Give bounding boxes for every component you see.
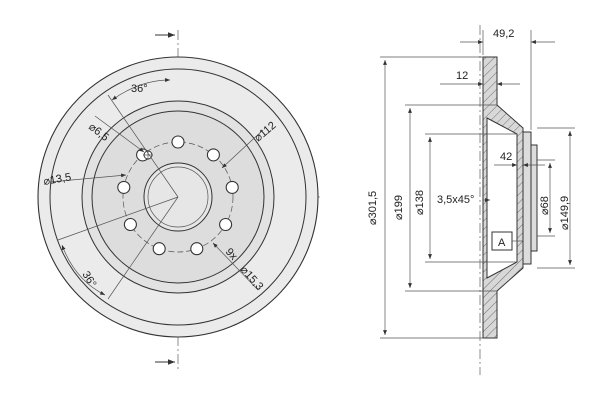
bolt-hole [219,217,233,232]
hat-diameter-label: ⌀138 [414,190,426,215]
pcd-circle [122,141,234,253]
bore-diameter-label: ⌀68 [539,196,551,215]
bolt-hole [225,180,239,194]
section-hat-inner [486,117,518,279]
leader-112 [221,129,264,169]
angle-top-label: 36° [131,83,148,95]
hub-boss [530,144,538,252]
center-bore-label: ⌀13,5 [42,171,72,188]
angle-ray-bottom-1 [57,196,179,241]
hub-outer-diameter-label: ⌀149,9 [559,196,571,230]
bolt-hole [171,135,185,149]
angle-arc-bottom [61,244,106,296]
center-bore-inner [147,166,209,228]
outer-diameter-label: ⌀301,5 [367,191,379,225]
bolt-hole [206,148,220,162]
chamfer-label: 3,5x45° [437,194,474,206]
hub-plate [522,131,532,265]
disc-rim-circle [49,68,307,326]
bolt-holes [117,135,239,256]
total-height-label: 49,2 [493,28,514,40]
leader-6-5 [94,115,145,153]
friction-inner-diameter-label: ⌀199 [393,195,405,220]
angle-ray-bottom-2 [107,196,179,300]
angle-arc-top [111,78,171,101]
disc-thickness-label: 12 [456,70,468,82]
bolt-hole [123,217,137,232]
datum-label: A [498,237,506,249]
bolt-hole [190,242,204,256]
angle-ray-top-1 [107,94,179,198]
leader-15-3 [212,242,259,291]
bolt-hole [117,180,131,194]
section-view: 49,2 12 42 3,5x45° ⌀301,5 ⌀199 ⌀138 ⌀68 [367,25,575,375]
front-view: 36° 36° ⌀6,5 ⌀112 ⌀13,5 9x ⌀15,3 [37,30,320,370]
bolt-hole [152,242,166,256]
hub-depth-label: 42 [500,151,512,163]
leader-13-5 [49,173,127,183]
